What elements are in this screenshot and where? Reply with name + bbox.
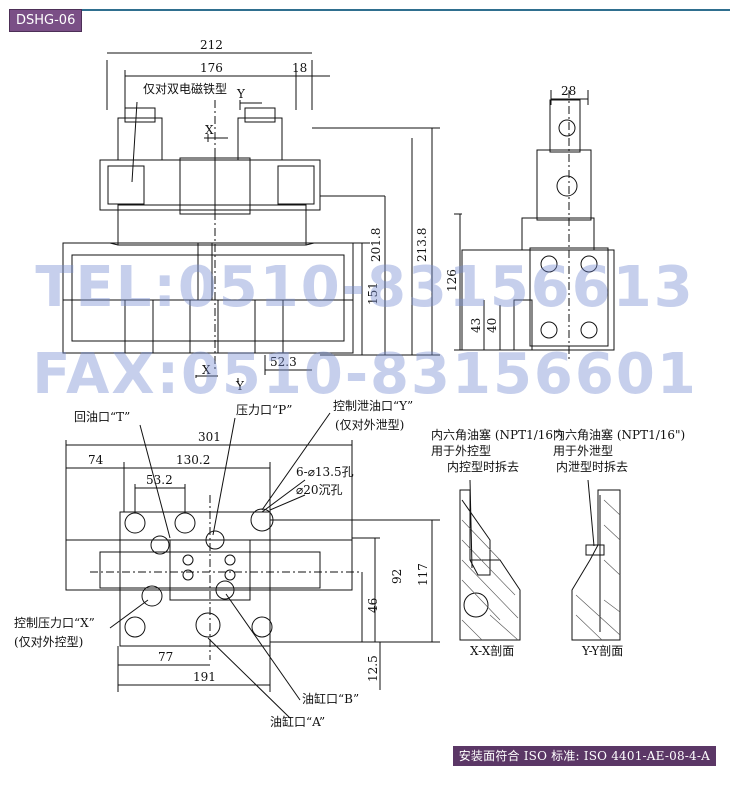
xx-plug-note: 内六角油塞 (NPT1/16")	[431, 427, 563, 442]
side-view-labels: 28 126 43 40	[445, 84, 576, 333]
dim-176: 176	[200, 61, 223, 75]
section-xx	[459, 479, 521, 641]
label-port-a: 油缸口“A”	[270, 714, 325, 729]
dim-201-8: 201.8	[369, 228, 383, 262]
label-y-bottom: Y	[235, 379, 245, 393]
dim-12-5: 12.5	[366, 655, 380, 682]
front-view-labels: 212 176 18 仅对双电磁铁型 Y X 201.8 213.8 151 5…	[143, 38, 429, 393]
label-port-x-note: (仅对外控型)	[14, 635, 83, 649]
label-port-t: 回油口“T”	[74, 410, 130, 424]
dim-130-2: 130.2	[176, 453, 210, 467]
dim-46: 46	[366, 598, 380, 613]
xx-use-note: 用于外控型	[431, 444, 491, 458]
yy-plug-note: 内六角油塞 (NPT1/16")	[553, 427, 685, 442]
dim-74: 74	[88, 453, 104, 467]
model-tag: DSHG-06	[9, 9, 83, 32]
dim-40: 40	[485, 318, 499, 333]
front-base-body	[62, 242, 354, 354]
label-counterbore: ⌀20沉孔	[296, 483, 343, 497]
front-view	[62, 52, 440, 383]
dim-53-2: 53.2	[146, 473, 173, 487]
label-y-top: Y	[236, 87, 246, 101]
yy-use-note: 用于外泄型	[553, 444, 613, 458]
dim-18: 18	[292, 61, 307, 75]
dim-213-8: 213.8	[415, 228, 429, 262]
label-holes: 6-⌀13.5孔	[296, 465, 354, 479]
label-port-y-note: (仅对外泄型)	[335, 418, 404, 432]
xx-remove-note: 内控型时拆去	[447, 459, 519, 474]
label-port-y: 控制泄油口“Y”	[333, 399, 413, 413]
dim-77: 77	[158, 650, 173, 664]
dim-117: 117	[416, 563, 430, 586]
dim-191: 191	[193, 670, 216, 684]
dim-301: 301	[198, 430, 221, 444]
side-view	[454, 90, 615, 360]
top-view-labels: 回油口“T” 压力口“P” 控制泄油口“Y” (仅对外泄型) 301 74 13…	[14, 399, 430, 729]
yy-remove-note: 内泄型时拆去	[556, 459, 628, 474]
label-x-bottom: X	[202, 363, 211, 377]
section-yy	[571, 479, 621, 641]
label-port-b: 油缸口“B”	[302, 691, 359, 706]
dim-126: 126	[445, 269, 459, 292]
note-double-solenoid: 仅对双电磁铁型	[143, 81, 227, 96]
iso-standard-tag: 安装面符合 ISO 标准: ISO 4401-AE-08-4-A	[452, 746, 716, 766]
yy-caption: Y-Y剖面	[581, 644, 623, 658]
dim-52-3: 52.3	[270, 355, 297, 369]
dim-43: 43	[469, 318, 483, 333]
dim-212: 212	[200, 38, 223, 52]
dim-92: 92	[390, 569, 404, 584]
top-view	[65, 412, 440, 719]
section-labels: 内六角油塞 (NPT1/16") 用于外控型 内控型时拆去 X-X剖面 内六角油…	[431, 427, 685, 658]
dim-28: 28	[561, 84, 576, 98]
top-rule	[78, 9, 730, 11]
label-port-p: 压力口“P”	[236, 403, 292, 417]
xx-caption: X-X剖面	[470, 644, 514, 658]
label-x-top: X	[205, 123, 214, 137]
dim-151: 151	[366, 282, 380, 305]
label-port-x: 控制压力口“X”	[14, 616, 95, 630]
